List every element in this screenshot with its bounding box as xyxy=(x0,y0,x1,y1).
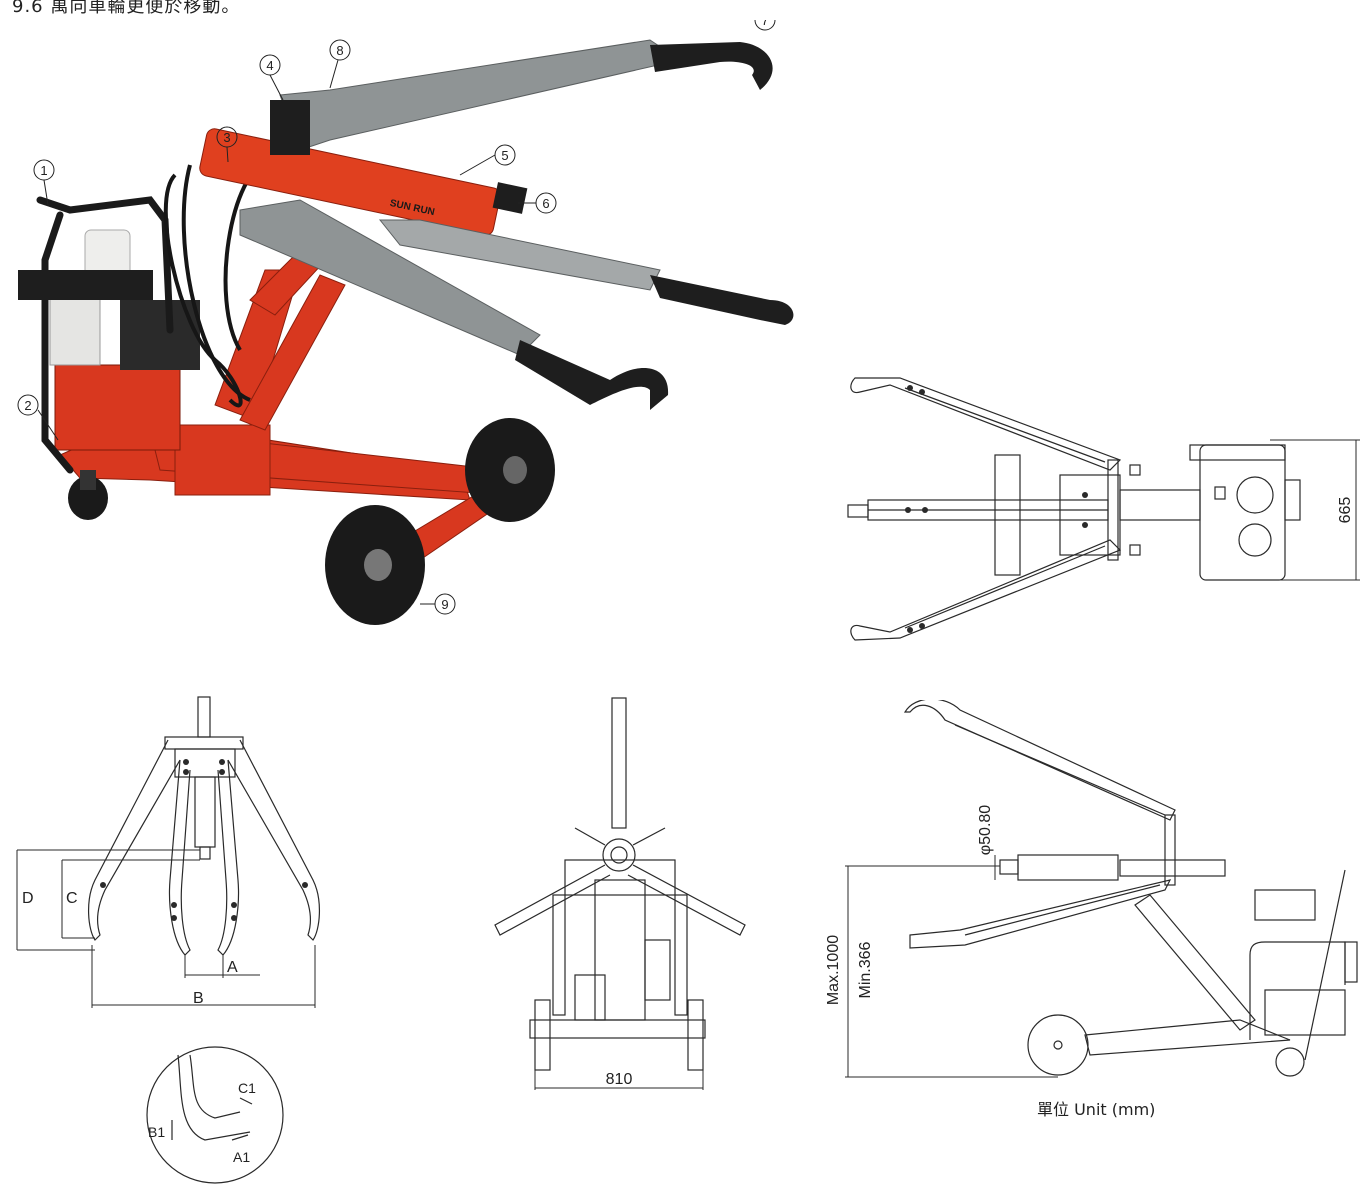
product-photo: SUN RUN xyxy=(17,20,794,625)
callout-3: 3 xyxy=(223,130,230,145)
caster-wheel xyxy=(68,470,108,520)
caption-top: 9.6 萬向車輪更便於移動。 xyxy=(12,0,241,17)
jaw-detail-drawing: D C A B xyxy=(16,696,321,1008)
callout-9: 9 xyxy=(441,597,448,612)
callout-6: 6 xyxy=(542,196,549,211)
dim-665: 665 xyxy=(1337,497,1354,524)
top-bracket xyxy=(270,100,310,155)
base-frame xyxy=(59,239,516,561)
unit-label: 單位 Unit (mm) xyxy=(1037,1100,1156,1119)
callout-2: 2 xyxy=(24,398,31,413)
rear-wheel xyxy=(465,418,555,522)
control-valve xyxy=(120,300,200,370)
hydraulic-cylinder: SUN RUN xyxy=(199,128,528,236)
push-handle xyxy=(36,196,174,474)
pump-motor xyxy=(49,289,101,366)
callout-1: 1 xyxy=(40,163,47,178)
callout-5-top: 8 xyxy=(336,43,343,58)
dim-810: 810 xyxy=(606,1071,633,1088)
handle-bracket xyxy=(18,270,153,300)
dim-min-366: Min.366 xyxy=(857,941,874,998)
callouts xyxy=(17,20,776,615)
right-jaw xyxy=(650,275,794,325)
dim-diameter: φ50.80 xyxy=(977,805,994,856)
top-view-drawing: 665 xyxy=(847,377,1360,641)
dim-b: B xyxy=(193,990,204,1007)
callout-4: 4 xyxy=(266,58,273,73)
dim-a1: A1 xyxy=(233,1149,250,1165)
dim-a: A xyxy=(227,959,238,976)
callout-5: 5 xyxy=(501,148,508,163)
jaw-tip-detail: C1 B1 A1 xyxy=(146,1046,284,1184)
dim-c: C xyxy=(66,890,78,907)
dim-max-1000: Max.1000 xyxy=(825,935,842,1005)
pump-reservoir xyxy=(54,364,181,451)
upper-jaw xyxy=(650,42,773,90)
side-view-drawing: Max.1000 Min.366 φ50.80 xyxy=(825,700,1358,1078)
dim-c1: C1 xyxy=(238,1080,256,1096)
callout-7: 7 xyxy=(761,20,768,28)
front-view-drawing: 810 xyxy=(494,697,746,1090)
dim-d: D xyxy=(22,890,34,907)
lower-jaw xyxy=(515,340,669,410)
dim-b1: B1 xyxy=(148,1124,165,1140)
front-wheel xyxy=(325,505,425,625)
